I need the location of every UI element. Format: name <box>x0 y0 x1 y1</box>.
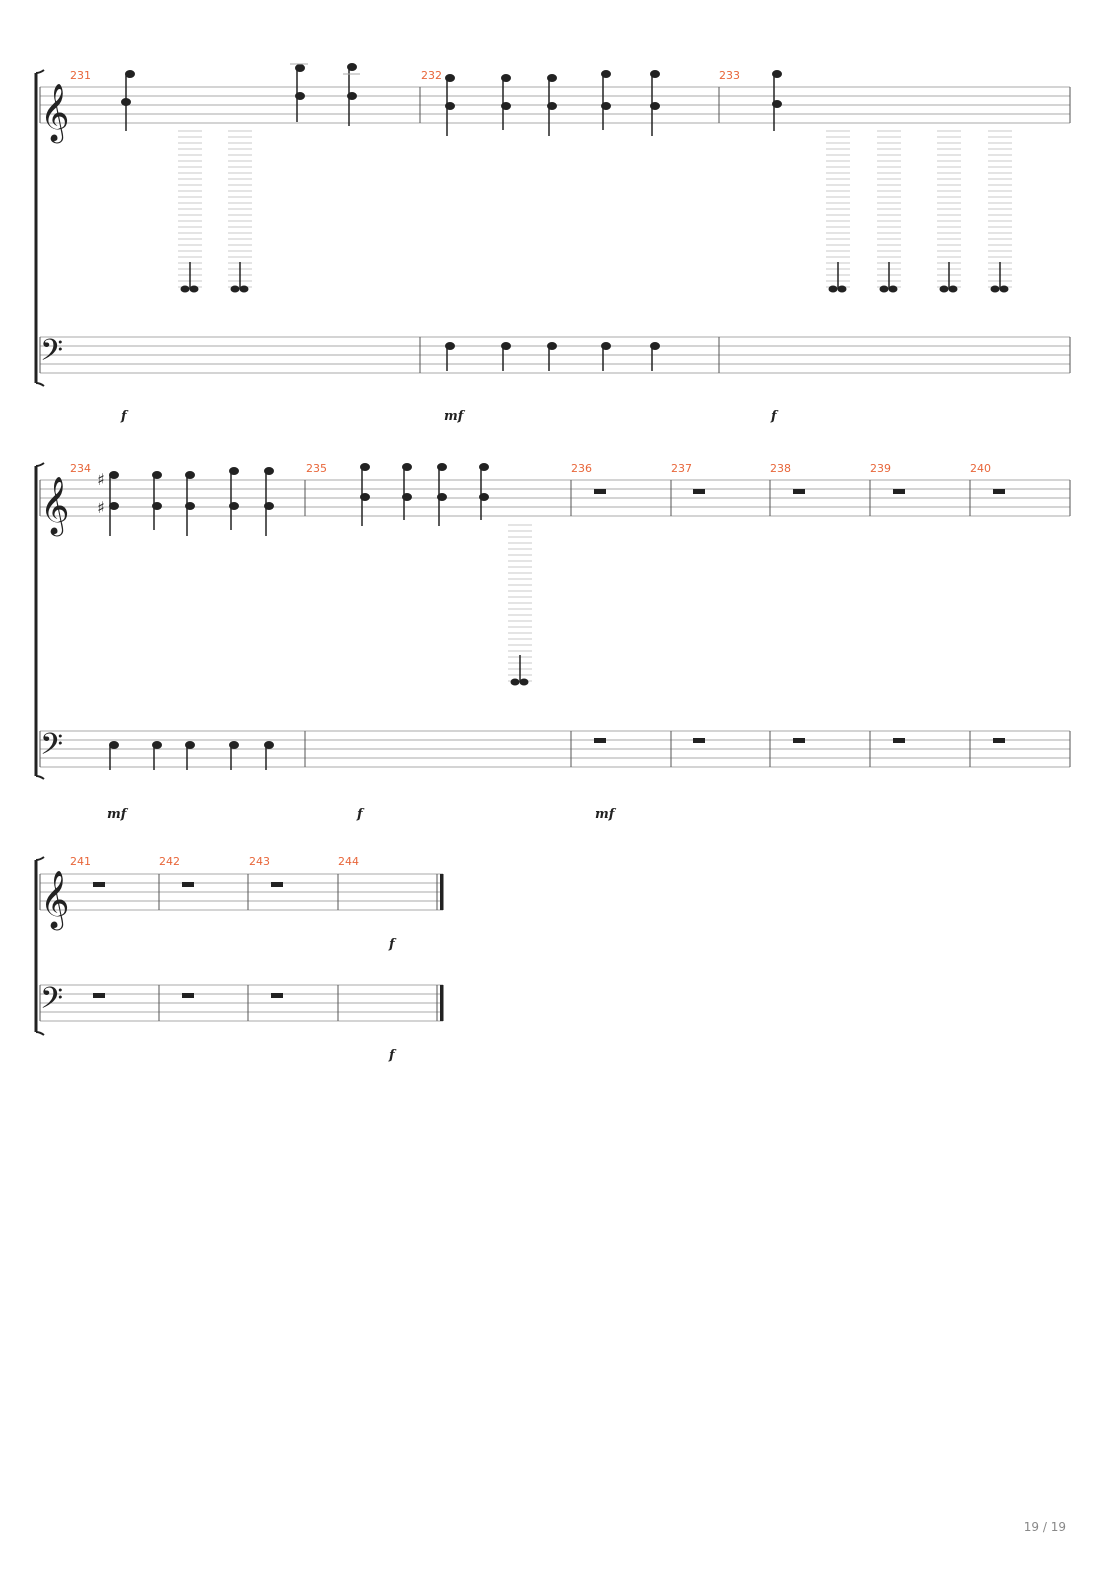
measure-number: 243 <box>249 855 270 868</box>
bass-clef-icon: 𝄢 <box>40 334 63 375</box>
bass-notes <box>445 342 660 371</box>
sharp-icon: ♯ <box>97 498 105 517</box>
bass-clef-icon: 𝄢 <box>40 728 63 769</box>
bass-staff <box>40 336 1070 374</box>
ledger-note-group <box>178 130 1012 686</box>
page-number: 19 / 19 <box>1023 1520 1066 1534</box>
low-note <box>877 130 901 293</box>
treble-staff <box>40 479 1070 517</box>
measure-number: 235 <box>306 462 327 475</box>
measure-number: 242 <box>159 855 180 868</box>
measure-number: 233 <box>719 69 740 82</box>
measure-number: 244 <box>338 855 359 868</box>
treble-clef-icon: 𝄞 <box>40 870 70 931</box>
dynamic-marking: f <box>388 937 397 952</box>
treble-notes: ♯ ♯ <box>97 463 489 536</box>
treble-staff <box>40 873 443 911</box>
measure-number: 232 <box>421 69 442 82</box>
dynamic-marking: f <box>120 409 129 424</box>
measure-number: 240 <box>970 462 991 475</box>
measure-number: 237 <box>671 462 692 475</box>
bass-staff <box>40 984 443 1022</box>
whole-rests <box>93 882 283 887</box>
dynamic-marking: f <box>356 807 365 822</box>
measure-number: 238 <box>770 462 791 475</box>
measure-number: 234 <box>70 462 91 475</box>
system-1: 𝄞 231 232 233 <box>34 63 1071 424</box>
measure-number: 239 <box>870 462 891 475</box>
low-note <box>988 130 1012 293</box>
bass-clef-icon: 𝄢 <box>40 982 63 1023</box>
final-barline <box>440 874 444 910</box>
treble-staff <box>40 86 1070 124</box>
dynamic-marking: f <box>388 1048 397 1063</box>
dynamic-marking: f <box>770 409 779 424</box>
low-note <box>228 130 252 293</box>
final-barline <box>440 985 444 1021</box>
system-3: 𝄞 241 242 243 244 𝄢 <box>34 855 444 1063</box>
bass-staff <box>40 730 1070 768</box>
low-note <box>178 130 202 293</box>
treble-clef-icon: 𝄞 <box>40 83 70 144</box>
measure-number: 241 <box>70 855 91 868</box>
treble-clef-icon: 𝄞 <box>40 476 70 537</box>
low-note <box>508 524 532 686</box>
dynamic-marking: mf <box>107 807 129 822</box>
low-note <box>937 130 961 293</box>
measure-number: 231 <box>70 69 91 82</box>
measure-number: 236 <box>571 462 592 475</box>
bass-notes <box>109 741 274 770</box>
whole-rests <box>594 738 1005 743</box>
system-2: 𝄞 234 235 236 237 238 239 240 ♯ ♯ <box>34 462 1071 822</box>
sharp-icon: ♯ <box>97 470 105 489</box>
dynamic-marking: mf <box>444 409 466 424</box>
dynamic-marking: mf <box>595 807 617 822</box>
whole-rests <box>93 993 283 998</box>
low-note <box>826 130 850 293</box>
treble-notes <box>121 63 782 136</box>
whole-rests <box>594 489 1005 494</box>
